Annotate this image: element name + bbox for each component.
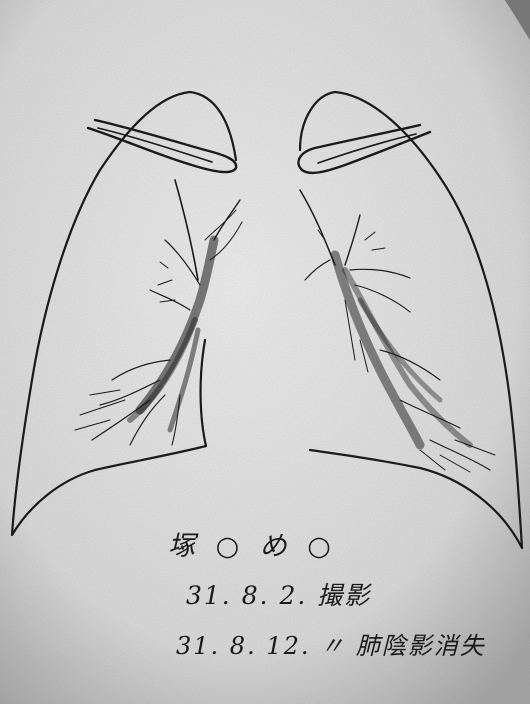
handwritten-note-line-1: 塚 ○ め ○ [168, 524, 337, 563]
handwritten-note-line-3: 31. 8. 12. 〃 肺陰影消失 [176, 626, 486, 661]
handwritten-note-line-2: 31. 8. 2. 撮影 [186, 576, 371, 612]
